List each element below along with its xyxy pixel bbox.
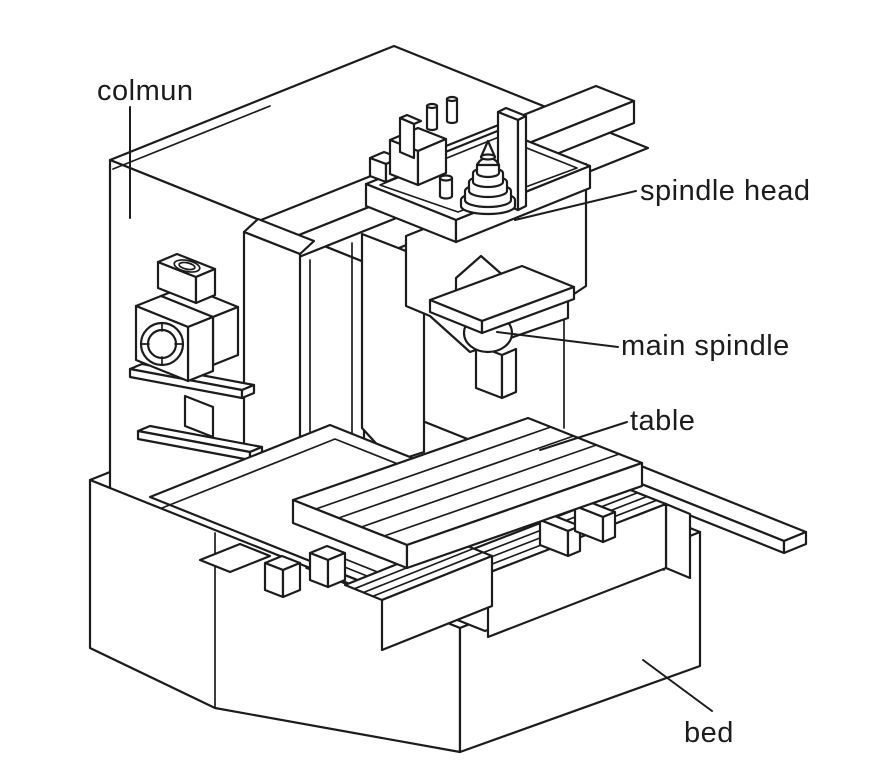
spindle-head-shape bbox=[364, 95, 592, 400]
part-labels: colmun spindle head main spindle table b… bbox=[97, 75, 810, 749]
bed-leader bbox=[642, 659, 713, 712]
spindle-head-leader bbox=[514, 190, 637, 221]
table-label: table bbox=[630, 405, 695, 437]
leader-lines bbox=[129, 106, 713, 712]
bed-shape bbox=[88, 478, 702, 754]
table-leader bbox=[539, 421, 628, 451]
bed-label: bed bbox=[684, 717, 734, 749]
column-label: colmun bbox=[97, 75, 194, 107]
side-motor-assembly bbox=[128, 252, 264, 462]
main-spindle-label: main spindle bbox=[621, 330, 790, 362]
table-shape bbox=[291, 416, 644, 570]
tray-pins bbox=[425, 95, 459, 200]
table-t-slots bbox=[314, 426, 621, 537]
main-spindle-leader bbox=[496, 331, 619, 348]
spindle-head-label: spindle head bbox=[640, 175, 810, 207]
pulley-stack bbox=[459, 139, 517, 216]
way-blocks bbox=[538, 499, 617, 558]
chip-pan-ramp bbox=[198, 542, 272, 574]
